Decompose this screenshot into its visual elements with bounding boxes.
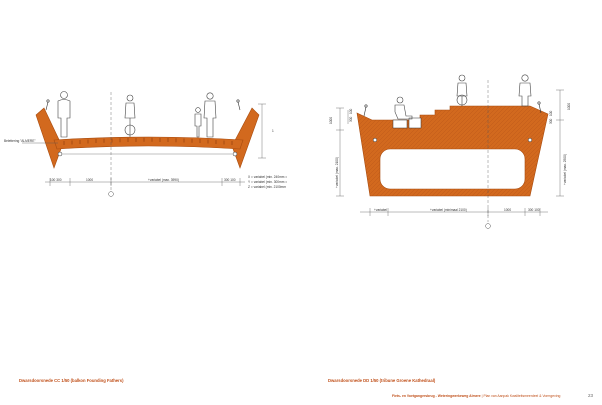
- vdim-right-1000: 1000: [567, 103, 571, 110]
- dim-left-c: 300 100: [224, 178, 236, 182]
- tribune-core: [379, 148, 526, 190]
- person-figure-icon: [518, 74, 532, 107]
- note-x: X = variabel (min. 240mm =: [248, 175, 287, 179]
- lamp-left-icon: [363, 104, 368, 117]
- section-cc-drawing: [22, 91, 266, 197]
- dim-left-b: 1000: [86, 178, 93, 182]
- deck-slats: [63, 137, 233, 145]
- deck-slab: [53, 136, 244, 150]
- dim-left-a: 100 300: [50, 178, 62, 182]
- lamp-right-icon: [537, 101, 542, 114]
- person-figure-icon: [57, 91, 71, 138]
- vdim-left: 1: [272, 129, 274, 133]
- note-y: Y = variabel (min. 300mm =: [248, 180, 287, 184]
- vdim-right-100: 100: [549, 110, 553, 116]
- dim-right-300-100: 300 100: [528, 208, 540, 212]
- section-dd-drawing: [336, 74, 564, 229]
- footer-subtitle: | Plan van Aanpak Kwaliteitsmeerdeel & V…: [480, 394, 561, 398]
- bolt-left: [57, 151, 63, 157]
- cyclist-figure-icon: [124, 94, 136, 137]
- caption-cc: Dwarsdoorsnede CC 1/50 (balkon Founding …: [19, 378, 124, 383]
- dim-right-var2: +variabel (minimaal 2100): [430, 208, 467, 212]
- person-with-child-icon: [194, 92, 217, 138]
- dim-left-total: +variabel (max. 3990): [148, 178, 179, 182]
- dim-right-var: +variabel: [374, 208, 387, 212]
- bolt-right: [232, 151, 238, 157]
- footer-line: Fiets- en Voetgangersbrug - Weteringwerk…: [392, 394, 560, 398]
- dim-right-1000: 1000: [504, 208, 511, 212]
- note-z: Z = variabel (min. 2100mm: [248, 185, 286, 189]
- vdim-right-var: +variabel (max. 2500): [563, 154, 567, 185]
- page-number: 23: [588, 393, 594, 398]
- vdim-left-300: 300: [349, 116, 353, 122]
- tribune-steps: [392, 117, 422, 129]
- footer-title: Fiets- en Voetgangersbrug - Weteringwerk…: [392, 394, 481, 398]
- cyclist-figure-icon: [456, 74, 468, 106]
- seated-person-icon: [394, 96, 413, 120]
- caption-dd: Dwarsdoorsnede DD 1/50 (tribune Groene K…: [328, 378, 436, 383]
- railing-label: Belettering "ALMERE": [4, 139, 36, 143]
- lamp-right-icon: [236, 99, 241, 111]
- vdim-left-var: +variabel (max. 2100): [335, 157, 339, 188]
- vdim-left-1000: 1000: [329, 117, 333, 124]
- vdim-left-100: 100: [349, 108, 353, 114]
- lamp-left-icon: [45, 99, 50, 111]
- right-side-wall: [231, 107, 260, 169]
- vdim-right-300: 300: [549, 118, 553, 124]
